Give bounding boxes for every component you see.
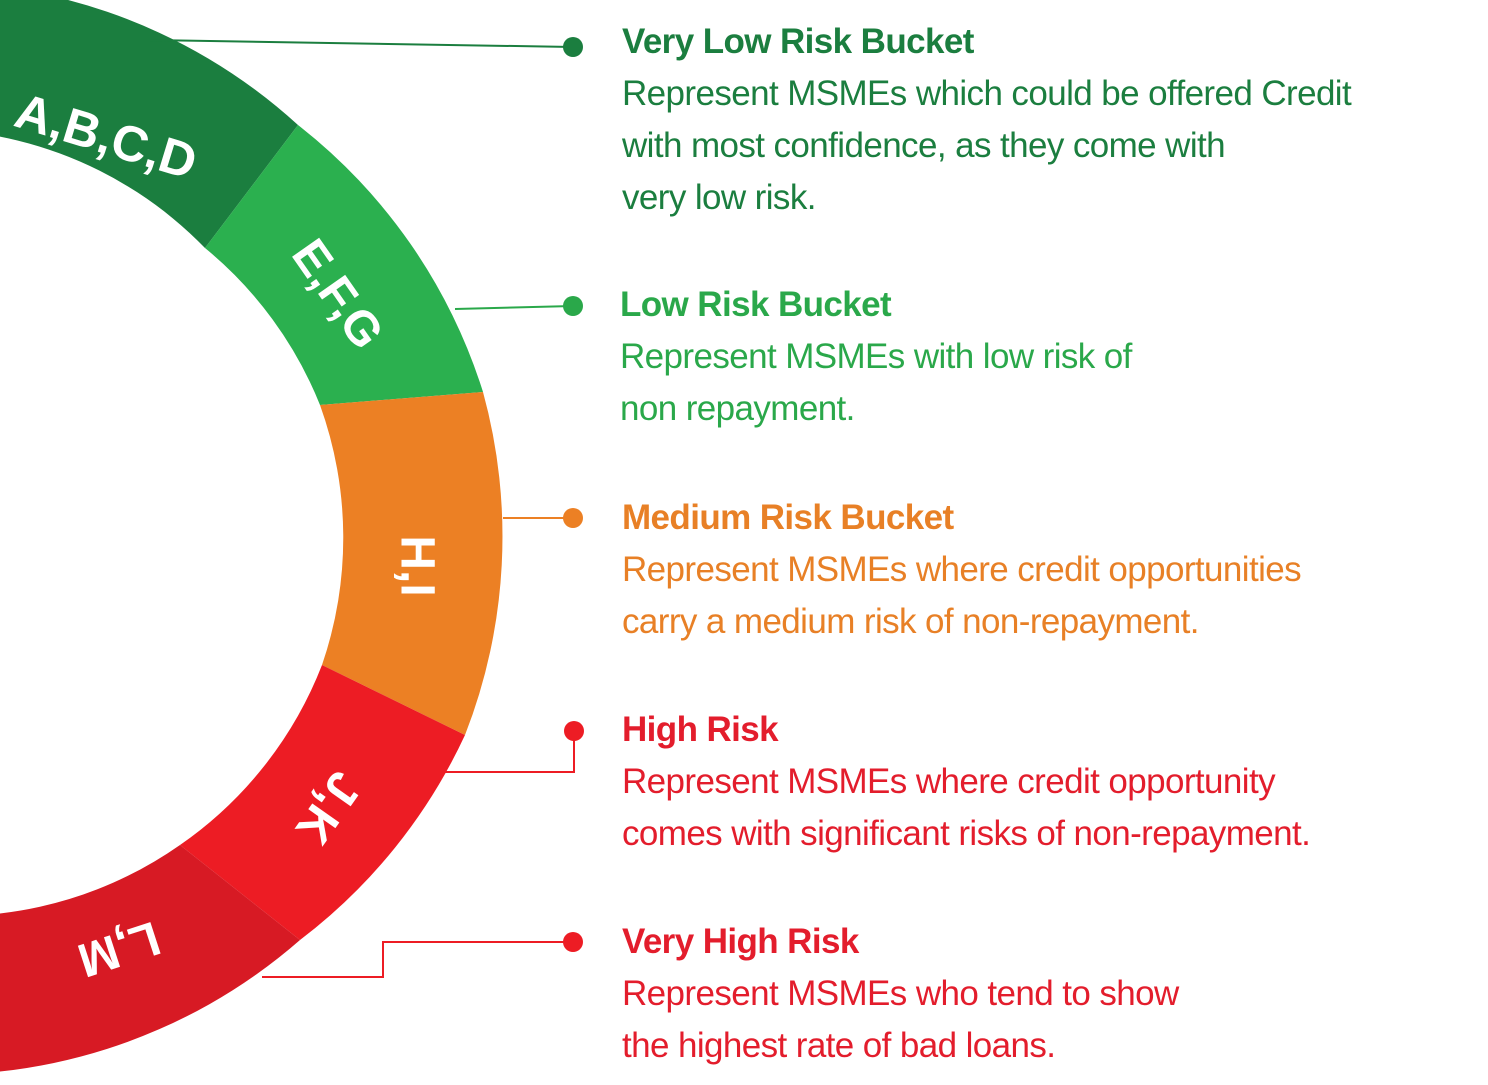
bucket-medium-risk: Medium Risk Bucket Represent MSMEs where… bbox=[622, 498, 1442, 648]
bucket-very-low-risk: Very Low Risk Bucket Represent MSMEs whi… bbox=[622, 22, 1442, 224]
ring-label-medium: H,I bbox=[390, 535, 443, 596]
connector-dot-low bbox=[563, 296, 583, 316]
connector-dot-very-low bbox=[563, 37, 583, 57]
bucket-description-line: with most confidence, as they come with bbox=[622, 126, 1226, 165]
connector-dot-high bbox=[564, 721, 584, 741]
ring-segment-high bbox=[180, 665, 465, 940]
bucket-description-line: very low risk. bbox=[622, 178, 816, 217]
connector-low bbox=[454, 305, 574, 310]
bucket-description-line: non repayment. bbox=[620, 389, 855, 428]
bucket-description-line: Represent MSMEs where credit opportuniti… bbox=[622, 550, 1302, 589]
connector-very-low bbox=[149, 39, 574, 48]
bucket-description-line: Represent MSMEs with low risk of bbox=[620, 337, 1132, 376]
bucket-description-line: the highest rate of bad loans. bbox=[622, 1026, 1056, 1065]
bucket-description-line: comes with significant risks of non-repa… bbox=[622, 814, 1311, 853]
bucket-description-line: carry a medium risk of non-repayment. bbox=[622, 602, 1200, 641]
bucket-title: Very High Risk bbox=[622, 922, 859, 961]
bucket-description: Represent MSMEs where credit opportunity… bbox=[622, 756, 1442, 860]
bucket-description: Represent MSMEs who tend to show the hig… bbox=[622, 968, 1442, 1072]
connector-very-high bbox=[262, 941, 573, 978]
bucket-low-risk: Low Risk Bucket Represent MSMEs with low… bbox=[620, 285, 1440, 435]
bucket-description: Represent MSMEs which could be offered C… bbox=[622, 68, 1442, 224]
bucket-very-high-risk: Very High Risk Represent MSMEs who tend … bbox=[622, 922, 1442, 1072]
bucket-description: Represent MSMEs where credit opportuniti… bbox=[622, 544, 1442, 648]
bucket-title: Very Low Risk Bucket bbox=[622, 22, 974, 61]
ring-segment-very-low bbox=[0, 0, 298, 248]
ring-segment-low bbox=[205, 125, 483, 405]
connector-high bbox=[420, 731, 575, 773]
bucket-description-line: Represent MSMEs where credit opportunity bbox=[622, 762, 1276, 801]
bucket-description-line: Represent MSMEs which could be offered C… bbox=[622, 74, 1352, 113]
bucket-description: Represent MSMEs with low risk of non rep… bbox=[620, 331, 1440, 435]
ring-segment-medium bbox=[320, 392, 503, 735]
bucket-title: Medium Risk Bucket bbox=[622, 498, 954, 537]
bucket-description-line: Represent MSMEs who tend to show bbox=[622, 974, 1179, 1013]
ring-segment-very-high bbox=[0, 845, 300, 1072]
connector-dot-very-high bbox=[563, 932, 583, 952]
bucket-title: Low Risk Bucket bbox=[620, 285, 892, 324]
bucket-title: High Risk bbox=[622, 710, 779, 749]
connector-dot-medium bbox=[563, 508, 583, 528]
bucket-high-risk: High Risk Represent MSMEs where credit o… bbox=[622, 710, 1442, 860]
